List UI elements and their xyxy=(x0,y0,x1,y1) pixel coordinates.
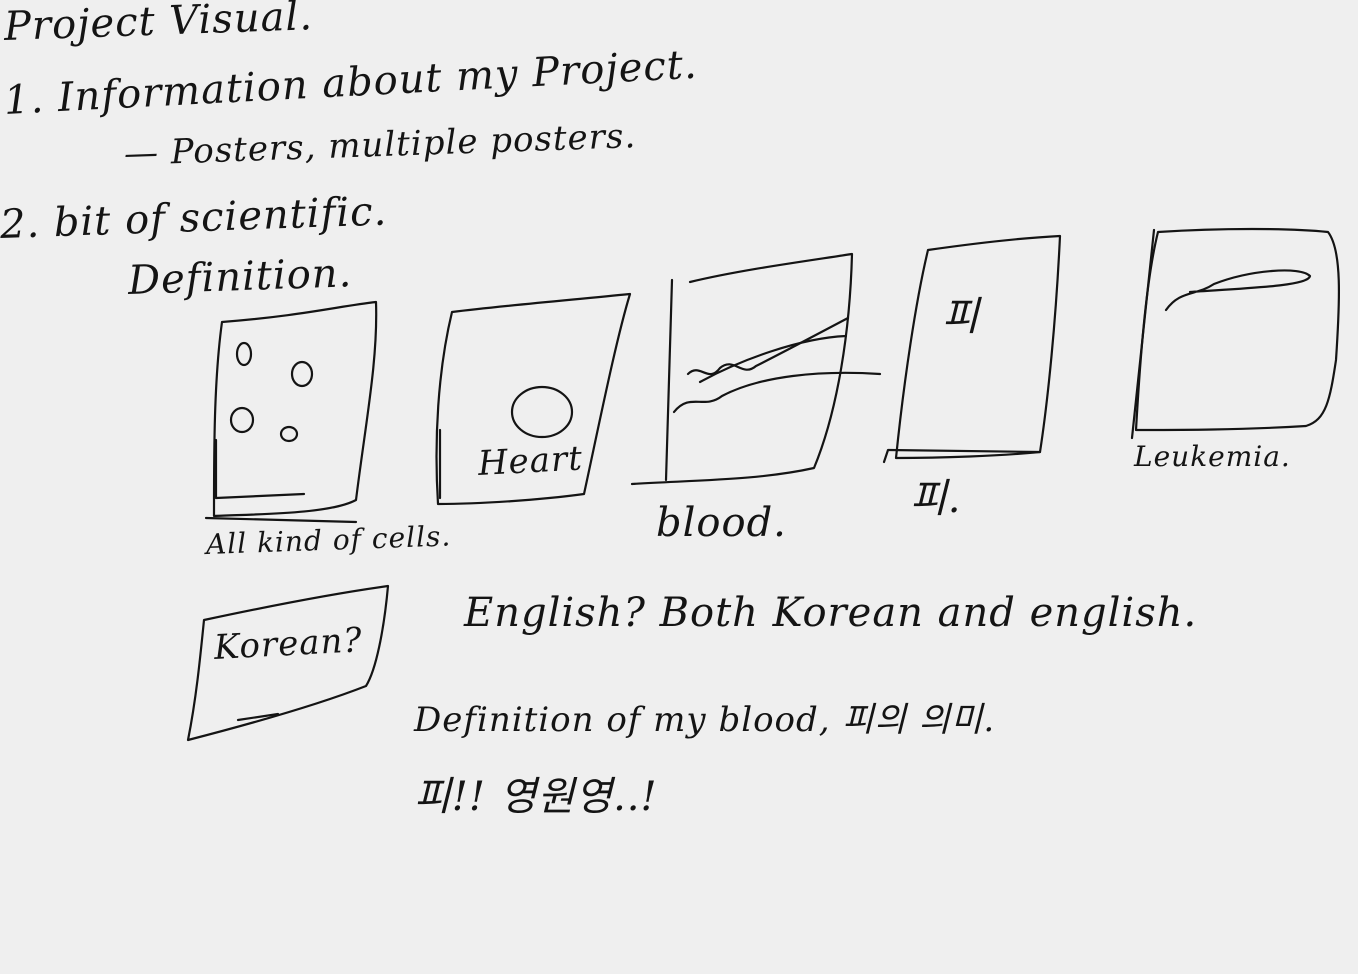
poster-cells-frame xyxy=(212,300,378,518)
caption-blood: blood. xyxy=(656,500,787,546)
cell-shape xyxy=(279,425,299,443)
caption-heart: Heart xyxy=(476,438,584,484)
note-item-2-sub: Definition. xyxy=(127,250,353,304)
cell-shape xyxy=(229,406,255,434)
heart-shape xyxy=(510,385,574,439)
poster-cells-baseline xyxy=(204,516,358,524)
cell-shape xyxy=(290,360,314,388)
cell-shape xyxy=(235,341,253,367)
blood-wave xyxy=(672,371,882,414)
poster-heart-frame xyxy=(435,292,632,506)
korean-box-label: Korean? xyxy=(212,620,364,668)
definition-line: Definition of my blood, 피의 의미. xyxy=(414,700,996,740)
leukemia-streak xyxy=(1164,269,1312,312)
language-line: English? Both Korean and english. xyxy=(464,590,1198,636)
poster-leukemia-frame xyxy=(1134,227,1341,432)
caption-leukemia: Leukemia. xyxy=(1134,440,1291,473)
poster-blood-frame xyxy=(630,252,854,486)
caption-pi-top: 피 xyxy=(942,294,980,340)
caption-pi-bottom: 피. xyxy=(910,476,962,522)
exclaim-line: 피!! 영원영..! xyxy=(414,774,658,820)
poster-pi-frame xyxy=(894,234,1062,460)
korean-box-frame xyxy=(186,584,390,742)
blood-wave xyxy=(686,316,850,376)
